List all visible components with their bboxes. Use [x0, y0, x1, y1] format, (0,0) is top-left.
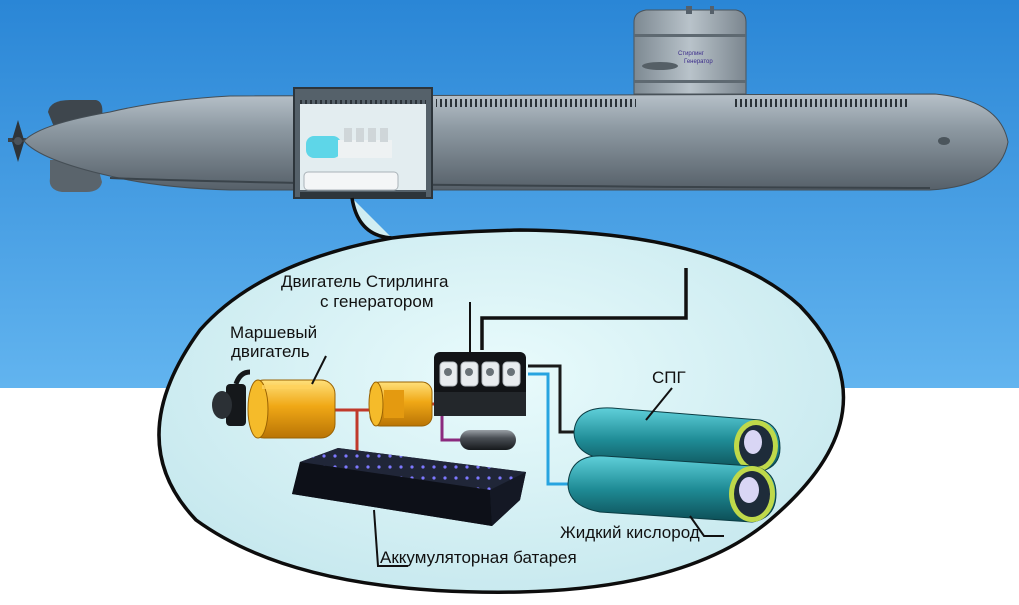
label-lng: СПГ — [652, 368, 686, 387]
propulsion-motor — [212, 369, 336, 439]
label-stirling-engine-line2: с генератором — [320, 292, 434, 311]
label-battery: Аккумуляторная батарея — [380, 548, 577, 567]
label-stirling-engine-line1: Двигатель Стирлинга — [281, 272, 449, 291]
conning-tower-icon: Стирлинг Генератор — [633, 6, 747, 95]
leader-battery — [373, 509, 408, 567]
label-liquid-oxygen: Жидкий кислород — [560, 523, 700, 542]
propeller-icon — [8, 120, 26, 162]
aip-section-cutaway — [293, 87, 433, 199]
tower-caption-line1: Стирлинг — [678, 51, 705, 57]
exhaust-pipe — [480, 268, 688, 350]
label-propulsion-motor-line1: Маршевый — [230, 323, 318, 342]
stirling-engine — [434, 352, 526, 416]
tower-caption-line2: Генератор — [684, 59, 713, 65]
label-propulsion-motor-line2: двигатель — [231, 342, 310, 361]
lng-tank — [573, 407, 781, 473]
small-cylinder — [460, 430, 516, 450]
generator — [368, 381, 433, 427]
leader-motor — [311, 355, 327, 385]
submarine-hull — [23, 93, 1009, 191]
hull-vents-bow — [735, 99, 910, 107]
leader-oxygen — [689, 515, 724, 537]
pipe-oxygen-blue — [528, 372, 580, 486]
liquid-oxygen-tank — [567, 455, 777, 523]
hull-vents-center — [436, 99, 636, 107]
battery — [292, 448, 526, 526]
leader-lng — [645, 387, 673, 421]
